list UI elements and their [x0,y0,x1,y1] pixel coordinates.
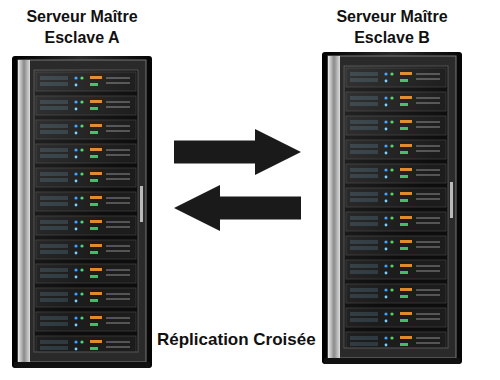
server-rack [12,56,152,368]
replication-arrow [174,185,301,231]
diagram-caption: Réplication Croisée [157,329,316,351]
server-node: Serveur Maître Esclave A [10,4,170,370]
server-label: Serveur Maître Esclave B [322,6,462,48]
replication-arrow [174,129,301,175]
server-rack [322,52,462,364]
server-node: Serveur Maître Esclave B [305,4,470,366]
server-label: Serveur Maître Esclave A [12,6,152,48]
